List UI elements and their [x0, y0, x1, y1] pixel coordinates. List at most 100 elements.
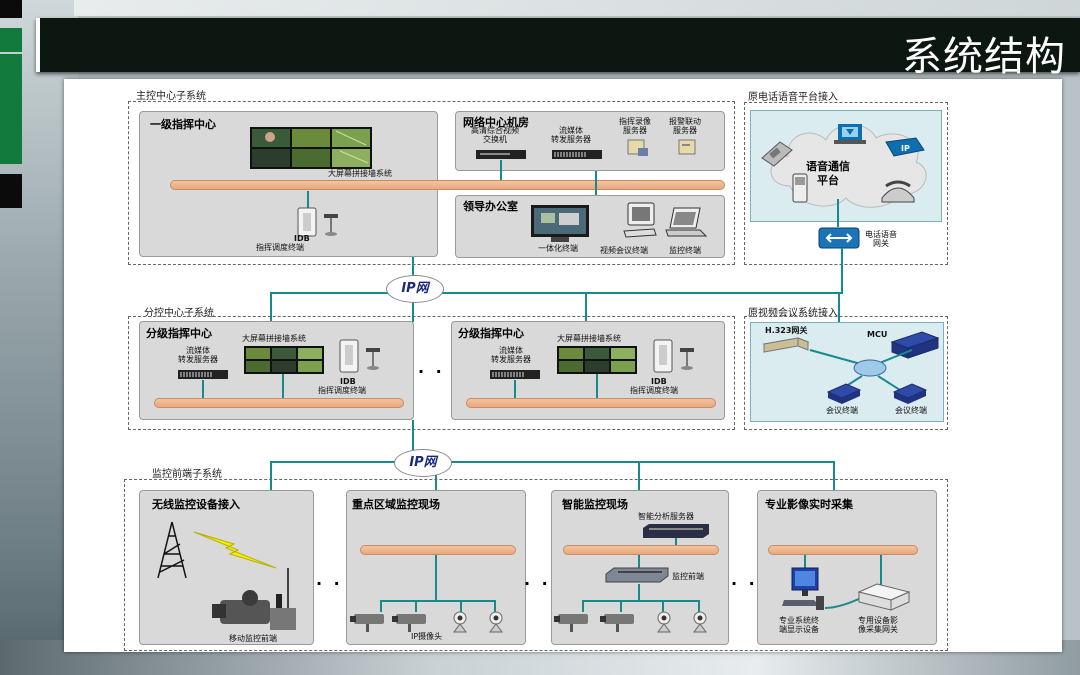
ip-camera-icons [350, 611, 503, 633]
wireless-title: 无线监控设备接入 [152, 498, 240, 511]
sub-bus [154, 398, 404, 408]
sub-streaming-label-2: 流媒体 转发服务器 [491, 346, 531, 365]
link [435, 555, 437, 601]
link [380, 600, 382, 612]
smart-bus [563, 545, 719, 555]
link [435, 461, 437, 491]
ip-phone-icon [834, 124, 866, 144]
pro-imaging-title: 专业影像实时采集 [765, 498, 853, 511]
leader-office-title: 领导办公室 [463, 200, 518, 213]
smart-camera-icons [554, 611, 707, 633]
ip-camera-label: IP摄像头 [411, 632, 443, 641]
main-idb-label: IDB [294, 234, 310, 243]
server-icon [490, 370, 540, 379]
link [415, 600, 417, 612]
pro-display-label: 专业系统终 端显示设备 [779, 616, 819, 635]
side-block [0, 174, 22, 208]
alarm-server-label: 报警联动 服务器 [669, 117, 701, 136]
alarm-server-icon [678, 139, 696, 155]
sub-ellipsis: · · · [418, 362, 463, 381]
link [638, 555, 640, 569]
video-wall-icon [250, 127, 372, 169]
mobile-camera-icon [212, 590, 296, 630]
mcu-label: MCU [867, 330, 888, 339]
section-phone-platform: 原电话语音平台接入 [748, 92, 838, 103]
voice-platform-label: 语音通信 平台 [806, 160, 850, 188]
pro-bus [768, 545, 918, 555]
phone-icon [761, 141, 793, 167]
sub-idb-terminal: 指挥调度终端 [318, 386, 366, 395]
mobile-front-label: 移动监控前端 [229, 634, 277, 643]
sub-streaming-label: 流媒体 转发服务器 [178, 346, 218, 365]
sub-wall-label: 大屏幕拼接墙系统 [242, 334, 306, 343]
sub-center-title: 分级指挥中心 [146, 327, 212, 340]
link [282, 374, 284, 398]
link [380, 600, 494, 602]
phone-gateway-label: 电话语音 网关 [865, 230, 897, 249]
link [412, 300, 414, 322]
analysis-server-icon [643, 524, 709, 538]
link [675, 538, 677, 546]
link [494, 600, 496, 612]
link [804, 555, 806, 569]
ip-network-cloud: IP网 [386, 275, 444, 303]
frontend-frame [124, 479, 948, 651]
allinone-label: 一体化终端 [538, 244, 578, 253]
sub-center-frame [128, 316, 735, 430]
link [833, 461, 835, 491]
link [412, 420, 414, 450]
conf-terminal-label-2: 会议终端 [895, 406, 927, 415]
idb-terminal-icon [297, 207, 338, 237]
title-bar [36, 18, 1080, 72]
ip-network-cloud-2: IP网 [394, 449, 452, 477]
record-server-label: 指挥录像 服务器 [619, 117, 651, 136]
link [596, 374, 598, 398]
link [270, 292, 272, 322]
pro-imaging-panel [757, 490, 937, 645]
hd-switch-label: 高清综合视频 交换机 [471, 126, 519, 145]
main-bus [170, 180, 725, 190]
switch-icon [476, 150, 526, 159]
ip-net-trunk [270, 292, 843, 294]
link [460, 600, 462, 612]
allinone-terminal-icon [531, 205, 589, 242]
monitor-terminal-label: 监控终端 [669, 246, 701, 255]
monitor-front-label: 监控前端 [672, 572, 704, 581]
video-wall [250, 127, 372, 169]
key-area-bus [360, 545, 516, 555]
ip-phone-device-icon [885, 137, 925, 157]
streaming-label: 流媒体 转发服务器 [551, 126, 591, 145]
sub-center-title-2: 分级指挥中心 [458, 327, 524, 340]
sub-idb-label-2: IDB [651, 377, 667, 386]
monitor-front-icon [605, 567, 669, 583]
link [620, 600, 622, 612]
record-server-icon [627, 139, 648, 156]
ip-badge: IP [901, 144, 910, 153]
idb-terminal-icon [339, 339, 380, 373]
server-icon [552, 150, 602, 159]
idb-terminal-icon [653, 339, 694, 373]
main-idb-terminal: 指挥调度终端 [256, 243, 304, 252]
analysis-server-label: 智能分析服务器 [638, 512, 694, 521]
corner-block [0, 0, 22, 18]
desk-phone-icon [881, 180, 915, 203]
link [638, 461, 640, 491]
video-conf-terminal-icon [623, 202, 657, 238]
link [698, 600, 700, 612]
video-conf-terminal-label: 视频会议终端 [600, 246, 648, 255]
section-video-conf: 原视频会议系统接入 [748, 308, 838, 319]
main-center-frame [128, 101, 735, 265]
corner-block [0, 28, 22, 52]
link [514, 380, 516, 398]
ip-net-trunk-2 [270, 461, 834, 463]
main-wall-label: 大屏幕拼接墙系统 [328, 169, 392, 178]
conf-links [809, 349, 913, 391]
connector-line [824, 597, 862, 609]
link [662, 600, 664, 612]
sub-bus-2 [466, 398, 716, 408]
network-room-title: 网络中心机房 [463, 116, 529, 129]
mobile-phone-icon [792, 173, 808, 203]
section-frontend: 监控前端子系统 [152, 469, 222, 480]
page-title: 系统结构 [902, 34, 1066, 80]
sub-idb-label: IDB [340, 377, 356, 386]
